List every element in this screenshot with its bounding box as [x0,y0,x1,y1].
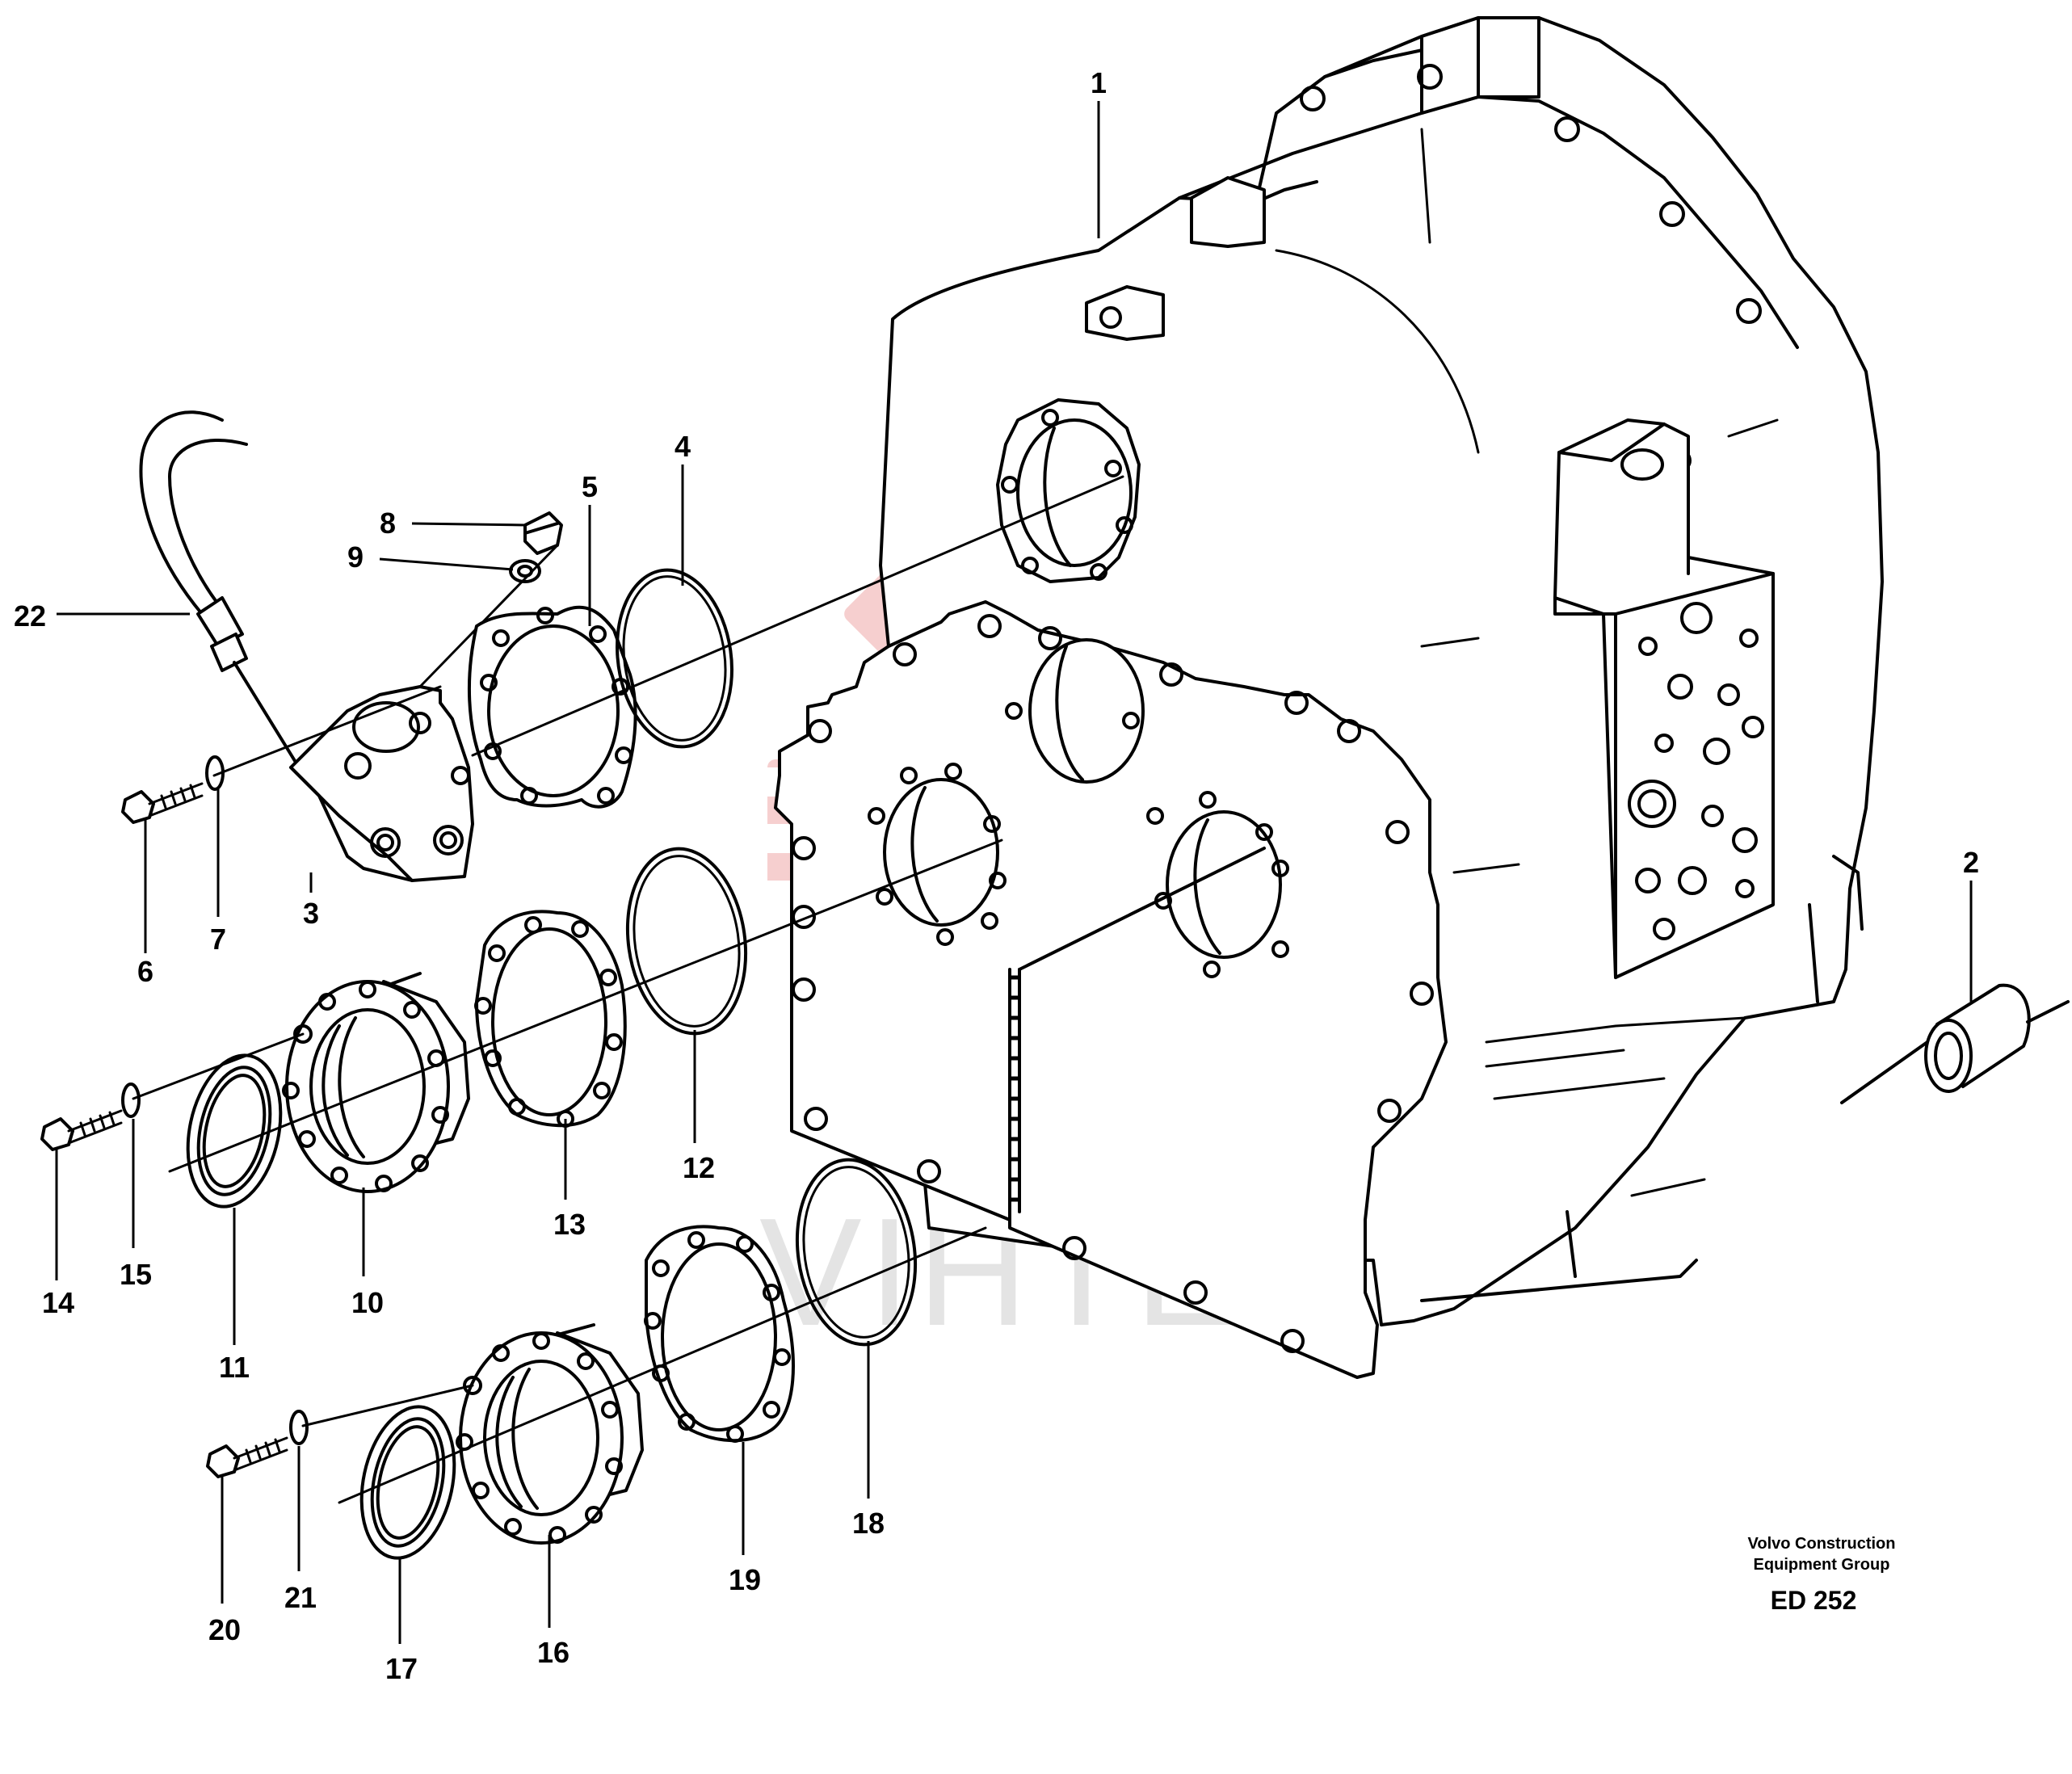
part-2-bushing [1840,983,2070,1104]
callout-13: 13 [553,1208,586,1241]
part-21-washer [289,1410,309,1445]
part-22-hose [139,410,301,769]
callout-15: 15 [120,1258,152,1291]
part-6-screw [121,782,204,824]
callout-3: 3 [303,897,319,930]
callout-labels: 1 2 3 4 5 6 7 8 9 10 11 12 13 14 15 16 1… [14,66,1979,1685]
part-11-seal [186,1053,283,1209]
part-1-housing [774,16,1884,1379]
callout-11: 11 [219,1351,250,1384]
drawing-code: ED 252 [1771,1586,1857,1615]
callout-14: 14 [42,1286,74,1319]
part-16-bolt-centerline [301,1384,474,1427]
callout-10: 10 [351,1286,384,1319]
callout-18: 18 [852,1507,885,1540]
callout-6: 6 [137,955,153,988]
part-4-o-ring [616,568,733,749]
middle-assembly-centerline [168,839,1003,1173]
part-3-centerline [212,685,442,777]
part-17-seal [359,1405,456,1560]
callout-4: 4 [675,430,691,463]
part-8-centerline [418,544,559,688]
company-name-line-2: Equipment Group [1754,1556,1890,1574]
part-16-bearing-housing [456,1323,644,1545]
title-block: Volvo Construction Equipment Group ED 25… [1748,1535,1896,1615]
callout-16: 16 [537,1636,569,1669]
leader-lines [55,101,1973,1644]
lower-assembly-centerline [338,1226,987,1504]
callout-17: 17 [385,1652,418,1685]
callout-12: 12 [683,1151,715,1184]
callout-9: 9 [347,540,364,574]
callout-8: 8 [380,507,396,540]
part-19-gasket [644,1225,795,1443]
part-10-bearing-housing [282,972,470,1193]
callout-21: 21 [284,1581,317,1614]
callout-5: 5 [582,470,598,503]
part-5-gasket [467,605,637,809]
part-10-bolt-centerline [132,1032,305,1100]
part-14-screw [40,1109,123,1151]
callout-1: 1 [1091,66,1107,99]
part-20-screw [206,1436,288,1478]
callout-22: 22 [14,599,46,633]
callout-20: 20 [208,1613,241,1646]
part-12-o-ring [625,847,748,1036]
callout-2: 2 [1963,846,1979,879]
upper-assembly-centerline [471,475,1124,757]
callout-19: 19 [729,1563,761,1596]
company-name-line-1: Volvo Construction [1748,1535,1896,1553]
part-15-washer [121,1082,141,1118]
part-3-cover [289,685,474,882]
callout-7: 7 [210,923,226,956]
